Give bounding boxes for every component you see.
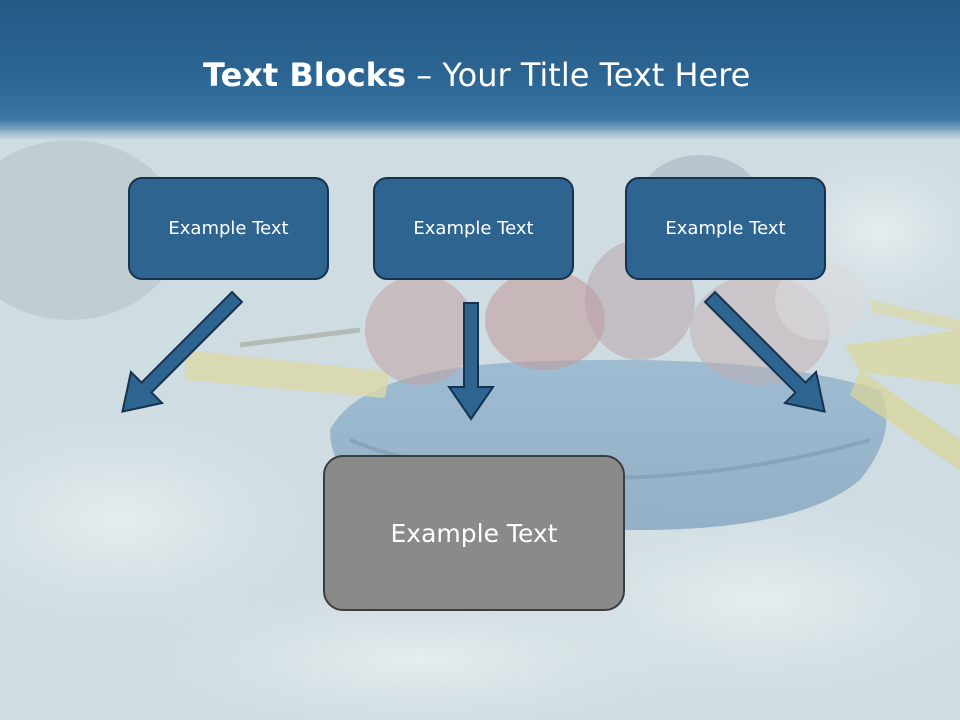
text-block-2[interactable]: Example Text [373, 177, 574, 280]
slide-title-rest: – Your Title Text Here [406, 56, 751, 94]
slide-title: Text Blocks – Your Title Text Here [203, 56, 750, 94]
text-block-1[interactable]: Example Text [128, 177, 329, 280]
arrow-left-diagonal-icon [121, 290, 244, 413]
arrow-down-icon [447, 302, 495, 421]
text-block-3[interactable]: Example Text [625, 177, 826, 280]
slide-title-bold: Text Blocks [203, 56, 406, 94]
title-bar [0, 0, 960, 140]
arrow-right-diagonal-icon [703, 290, 826, 413]
target-text-block[interactable]: Example Text [323, 455, 625, 611]
